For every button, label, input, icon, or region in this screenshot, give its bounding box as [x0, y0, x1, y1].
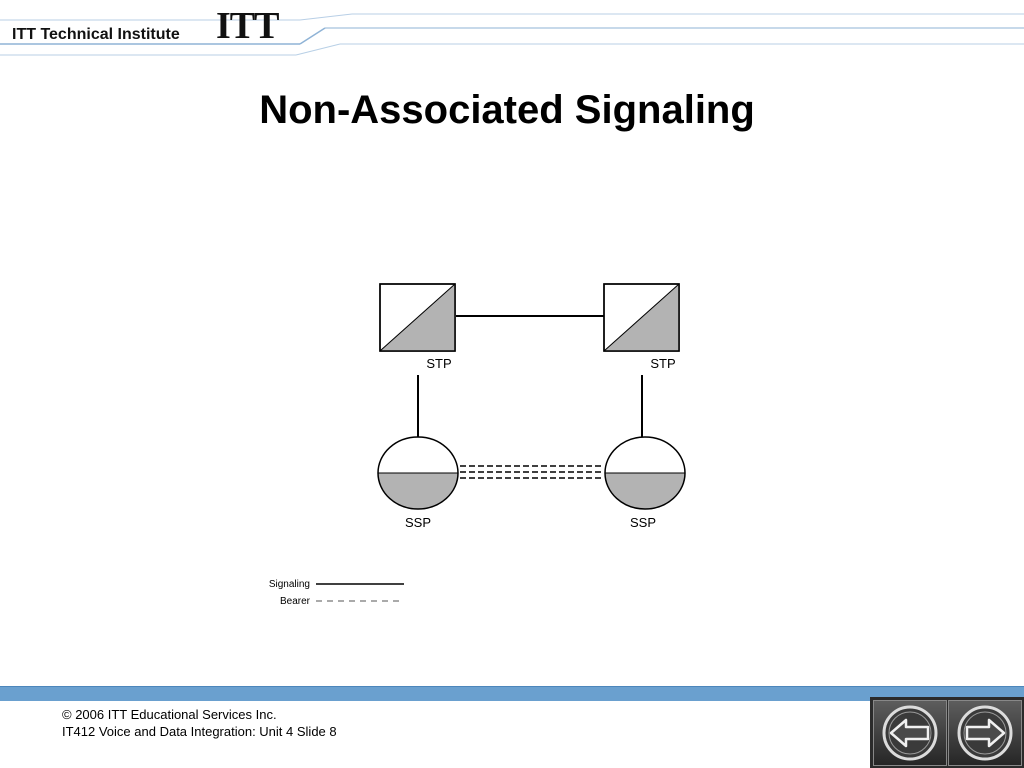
stp-node-left — [379, 283, 456, 352]
ssp-right-label: SSP — [630, 515, 656, 530]
stp-node-right — [603, 283, 680, 352]
itt-logo: ITT — [216, 5, 279, 47]
signaling-diagram: STP STP SSP SSP Signaling Beare — [269, 283, 686, 607]
ssp-bearer-links — [460, 465, 604, 479]
legend-bearer-label: Bearer — [280, 596, 311, 607]
arrow-left-icon — [882, 705, 938, 761]
institute-name: ITT Technical Institute — [12, 26, 180, 43]
navigation-panel — [870, 697, 1024, 768]
legend-signaling-label: Signaling — [269, 579, 310, 590]
footer-copyright: © 2006 ITT Educational Services Inc. — [62, 707, 277, 722]
header-decoration — [0, 13, 1024, 56]
slide-title: Non-Associated Signaling — [259, 88, 755, 132]
ssp-node-left — [377, 436, 459, 510]
next-slide-button[interactable] — [948, 700, 1022, 766]
arrow-right-icon — [957, 705, 1013, 761]
legend: Signaling Bearer — [269, 579, 404, 607]
ssp-left-label: SSP — [405, 515, 431, 530]
footer-band — [0, 686, 1024, 701]
previous-slide-button[interactable] — [873, 700, 947, 766]
stp-right-label: STP — [650, 356, 675, 371]
footer-course-info: IT412 Voice and Data Integration: Unit 4… — [62, 724, 337, 739]
stp-left-label: STP — [426, 356, 451, 371]
ssp-node-right — [604, 436, 686, 510]
